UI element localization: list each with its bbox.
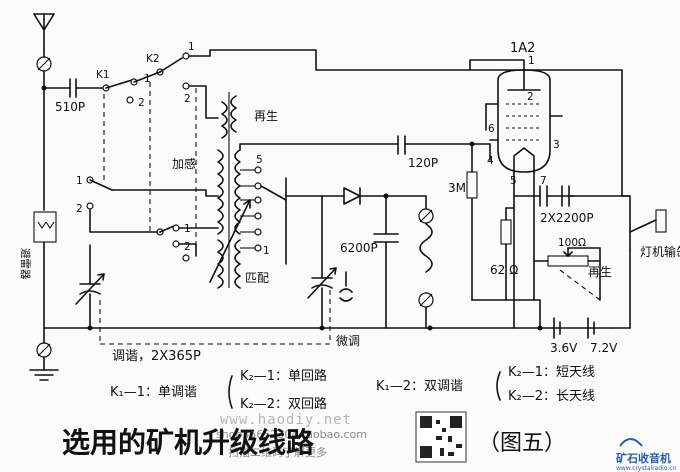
k1-sel-pos2: 2 <box>184 241 191 253</box>
qr-code-image <box>415 411 467 463</box>
k1-sel-pos1: 1 <box>184 223 191 235</box>
detector-diode <box>321 187 427 205</box>
arrester-label: 避雷器 <box>19 248 32 280</box>
vacuum-tube-1a2 <box>485 69 563 173</box>
match-label: 匹配 <box>245 271 269 285</box>
switch-k1-pos1: 1 <box>144 73 151 85</box>
watermark-qr-caption: 扫描二维码了解更多 <box>228 445 327 459</box>
tuning-capacitor-label: 调谐，2X365P <box>112 349 201 364</box>
capacitor-510p-label: 510P <box>55 100 85 114</box>
legend-k1-1: K₁—1：单调谐 <box>110 385 197 400</box>
capacitor-6200p <box>373 195 399 329</box>
fine-tune-label: 微调 <box>336 334 360 348</box>
earphone-element <box>418 195 434 329</box>
tube-pin-6: 6 <box>488 123 495 135</box>
capacitor-120p <box>239 135 491 161</box>
site-logo: 矿石收音机 www.crystalradio.cn <box>616 438 677 472</box>
watermark-shop: shop35652304.taobao.com <box>216 428 367 441</box>
figure-title: 选用的矿机升级线路 <box>62 426 315 459</box>
regen-coil-label: 再生 <box>254 109 278 123</box>
battery-7-2v-label: 7.2V <box>590 341 618 355</box>
earphone-output <box>611 69 667 329</box>
pot-regen-label: 再生 <box>588 265 612 279</box>
coil-tap-1: 1 <box>263 245 270 257</box>
tube-pin-7: 7 <box>540 175 547 187</box>
capacitor-120p-label: 120P <box>408 156 438 170</box>
switch-k1-pos2: 2 <box>138 97 145 109</box>
resistor-62ohm <box>500 207 515 301</box>
switch-k2-blade <box>159 57 183 73</box>
switch-k2-pos2: 2 <box>184 93 191 105</box>
switch-k2-pos1: 1 <box>188 41 195 53</box>
battery-3-6v <box>553 317 561 339</box>
feedback-coil-label: 加感 <box>172 156 196 171</box>
switch-k1-label: K1 <box>96 69 110 81</box>
battery-7-2v <box>587 317 595 339</box>
legend-k1-2: K₁—2：双调谐 <box>376 379 463 394</box>
legend-k2-1b: K₂—1：短天线 <box>508 365 595 380</box>
k1-lower-pos2: 2 <box>76 203 83 215</box>
legend-k2-2b: K₂—2：长天线 <box>508 389 595 404</box>
capacitor-2x2200p <box>513 185 631 207</box>
wire-k2-top <box>188 49 623 71</box>
tube-pin-3: 3 <box>553 139 560 151</box>
coil-tap-5: 5 <box>256 154 263 166</box>
tuning-capacitor <box>75 244 105 329</box>
switch-k1-blade <box>105 79 133 89</box>
antenna-symbol <box>33 13 55 72</box>
watermark-site: www.haodiy.net <box>220 412 352 428</box>
fine-tune-capacitor <box>307 195 353 329</box>
svg-text:矿石收音机: 矿石收音机 <box>616 451 671 465</box>
tube-label: 1A2 <box>510 41 535 56</box>
switch-legend: K₁—1：单调谐 K₂—1：单回路 K₂—2：双回路 K₁—2：双调谐 K₂—1… <box>110 365 595 412</box>
lightning-arrester <box>33 211 57 329</box>
battery-3-6v-label: 3.6V <box>550 341 578 355</box>
earphone-label: 灯机输缶 <box>640 244 680 259</box>
k1-lower-pos1: 1 <box>76 175 83 187</box>
capacitor-510p <box>43 78 103 98</box>
capacitor-6200p-label: 6200P <box>340 241 378 255</box>
potentiometer-100ohm <box>533 247 601 301</box>
pot-100ohm-label: 100Ω <box>558 237 586 249</box>
tube-pin-2: 2 <box>527 91 534 103</box>
coil-taps <box>240 166 262 252</box>
tube-pin-1: 1 <box>528 55 535 67</box>
ground-symbol <box>29 342 59 381</box>
resistor-3m-label: 3M <box>448 181 466 195</box>
tube-pin-4: 4 <box>487 155 494 167</box>
resistor-62ohm-label: 62 Ω <box>490 263 518 277</box>
antenna-coil <box>209 92 251 289</box>
switch-k2-label: K2 <box>146 53 160 65</box>
legend-k2-1a: K₂—1：单回路 <box>240 368 327 384</box>
capacitor-2x2200p-label: 2X2200P <box>540 211 594 225</box>
svg-text:www.crystalradio.cn: www.crystalradio.cn <box>616 465 677 472</box>
figure-number: （图五） <box>478 431 566 456</box>
legend-k2-2a: K₂—2：双回路 <box>240 396 327 412</box>
